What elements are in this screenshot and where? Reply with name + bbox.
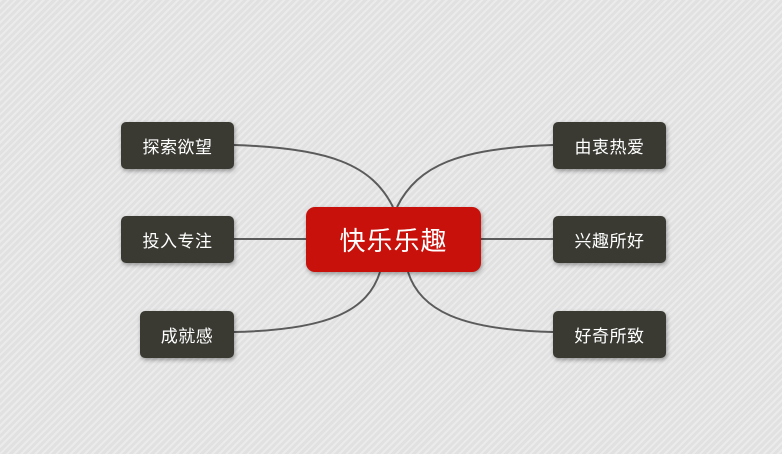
central-topic-label: 快乐乐趣 bbox=[339, 227, 448, 257]
branch-node-right-3[interactable]: 好奇所致 bbox=[553, 311, 666, 358]
connector-left-1 bbox=[233, 144, 394, 208]
branch-node-left-3[interactable]: 成就感 bbox=[140, 311, 234, 358]
connector-right-3 bbox=[407, 271, 554, 333]
branch-label: 探索欲望 bbox=[142, 138, 213, 158]
branch-label: 成就感 bbox=[160, 327, 214, 347]
branch-node-left-1[interactable]: 探索欲望 bbox=[121, 122, 234, 169]
branch-label: 兴趣所好 bbox=[574, 232, 645, 252]
branch-node-left-2[interactable]: 投入专注 bbox=[121, 216, 234, 263]
branch-node-right-1[interactable]: 由衷热爱 bbox=[553, 122, 666, 169]
branch-label: 由衷热爱 bbox=[574, 138, 645, 158]
central-topic-node[interactable]: 快乐乐趣 bbox=[306, 207, 481, 272]
branch-label: 投入专注 bbox=[142, 232, 213, 252]
branch-node-right-2[interactable]: 兴趣所好 bbox=[553, 216, 666, 263]
connector-left-3 bbox=[233, 271, 381, 333]
connector-right-1 bbox=[396, 144, 554, 208]
branch-label: 好奇所致 bbox=[574, 327, 645, 347]
